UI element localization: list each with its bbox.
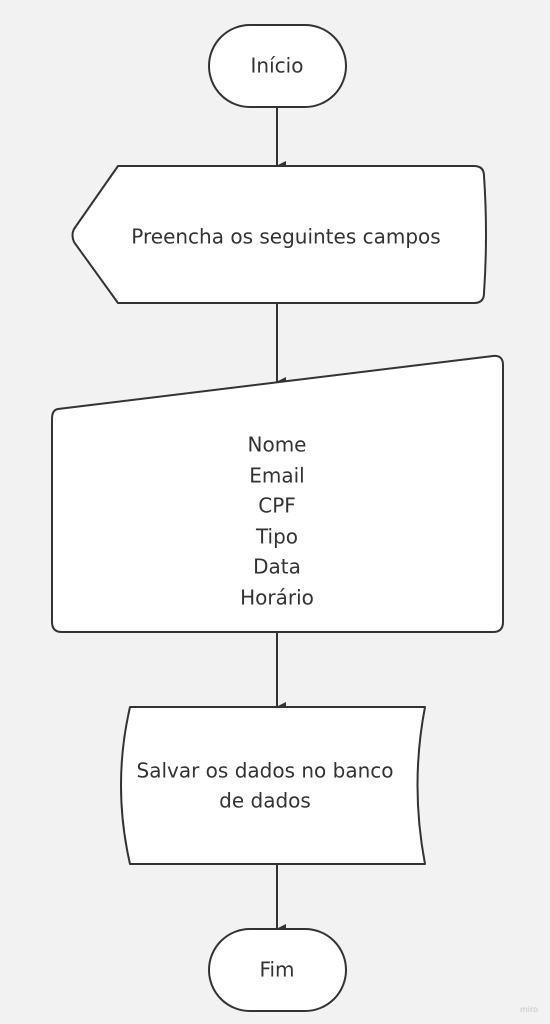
input-field-cpf: CPF — [258, 494, 296, 518]
stored-data-node[interactable]: Salvar os dados no banco de dados — [120, 706, 426, 865]
storage-label-line-1: Salvar os dados no banco — [137, 759, 394, 783]
end-label: Fim — [259, 958, 294, 982]
end-node[interactable]: Fim — [208, 928, 347, 1012]
input-field-email: Email — [249, 464, 305, 488]
display-label: Preencha os seguintes campos — [131, 225, 440, 249]
input-field-horario: Horário — [240, 586, 314, 610]
manual-input-node[interactable]: Nome Email CPF Tipo Data Horário — [51, 354, 504, 633]
start-label: Início — [251, 54, 304, 78]
end-shape — [208, 928, 347, 1012]
miro-watermark: miro — [520, 1005, 538, 1014]
input-field-nome: Nome — [248, 433, 307, 457]
storage-label-line-2: de dados — [219, 789, 311, 813]
display-node[interactable]: Preencha os seguintes campos — [71, 165, 487, 304]
manual-input-shape — [51, 354, 504, 633]
input-field-tipo: Tipo — [255, 525, 298, 549]
start-node[interactable]: Início — [208, 24, 347, 108]
start-shape — [208, 24, 347, 108]
input-field-data: Data — [253, 555, 301, 579]
display-shape — [71, 165, 487, 304]
stored-data-shape — [120, 706, 426, 865]
